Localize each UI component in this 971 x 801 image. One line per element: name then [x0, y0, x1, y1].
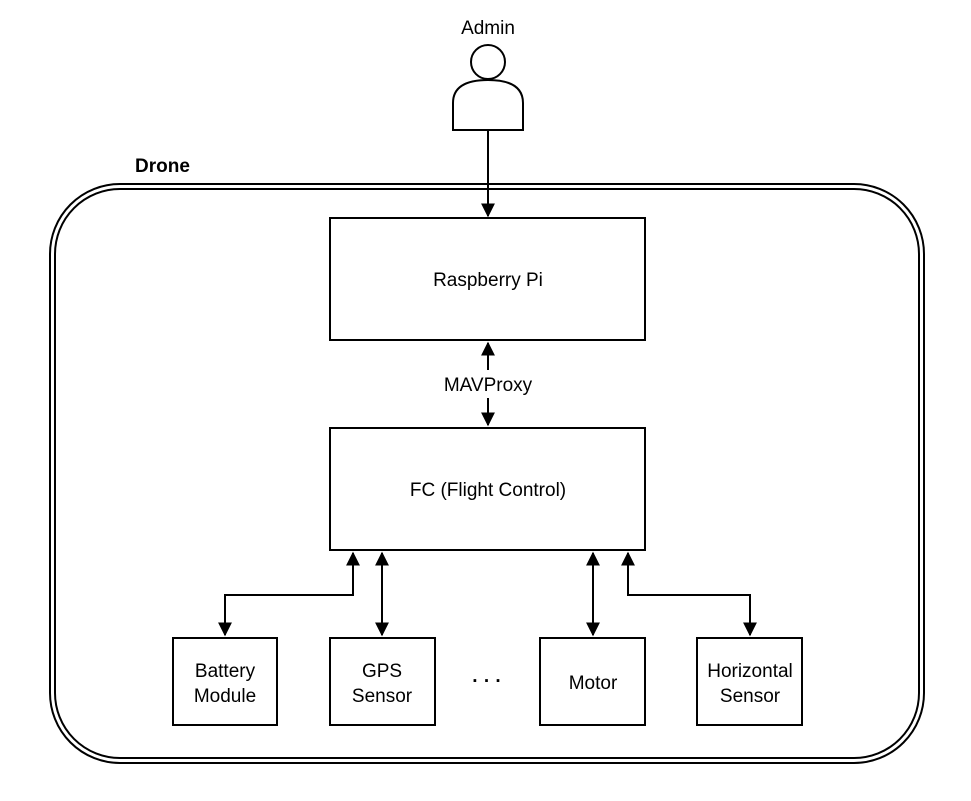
- flight-control-label: FC (Flight Control): [410, 480, 566, 501]
- horizontal-label-line2: Sensor: [720, 686, 781, 707]
- ellipsis-label: · · ·: [472, 671, 502, 692]
- fc-battery-connector: [218, 551, 360, 637]
- motor-label: Motor: [569, 673, 618, 694]
- battery-label-line1: Battery: [195, 661, 256, 682]
- raspberry-pi-label: Raspberry Pi: [433, 270, 543, 291]
- admin-label: Admin: [461, 18, 515, 39]
- gps-label-line1: GPS: [362, 661, 402, 682]
- flight-control-node: FC (Flight Control): [329, 427, 646, 551]
- person-icon: [452, 44, 524, 131]
- raspberry-pi-node: Raspberry Pi: [329, 217, 646, 341]
- battery-label-line2: Module: [194, 686, 256, 707]
- horizontal-label-line1: Horizontal: [707, 661, 793, 682]
- fc-horizontal-connector: [621, 551, 757, 637]
- gps-sensor-node: GPS Sensor: [329, 637, 436, 726]
- drone-title: Drone: [135, 156, 190, 177]
- gps-label-line2: Sensor: [352, 686, 413, 707]
- motor-node: Motor: [539, 637, 646, 726]
- admin-actor: Admin: [452, 18, 524, 131]
- battery-module-node: Battery Module: [172, 637, 278, 726]
- mavproxy-label: MAVProxy: [444, 375, 533, 396]
- horizontal-sensor-node: Horizontal Sensor: [696, 637, 803, 726]
